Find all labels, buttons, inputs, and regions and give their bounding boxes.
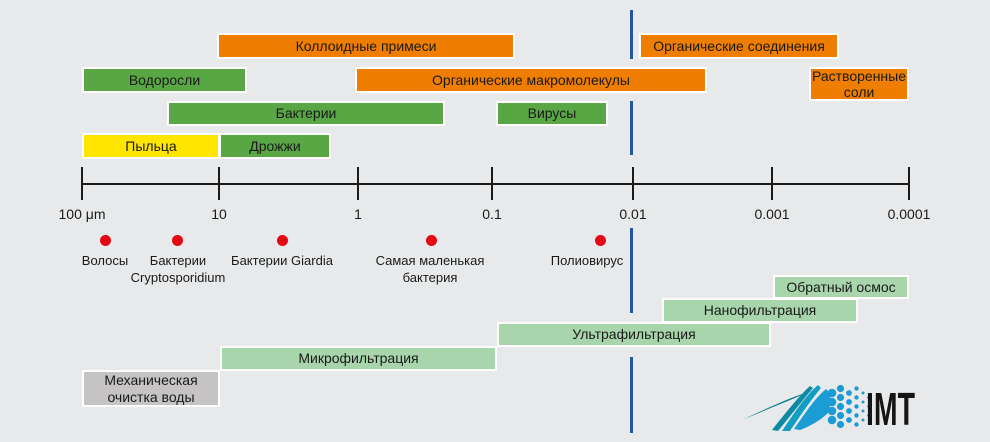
bar-yeast: Дрожжи — [219, 133, 331, 159]
bar-algae: Водоросли — [82, 67, 247, 93]
dot-giardia — [277, 235, 288, 246]
marker-label-cryptosporidium: Бактерии Cryptosporidium — [130, 253, 226, 285]
logo-imt-text: IMT — [866, 383, 915, 433]
size-axis-line — [82, 183, 909, 185]
bar-ultrafiltration: Ультрафильтрация — [497, 322, 771, 347]
axis-label-100um: 100 μm — [58, 206, 106, 222]
axis-tick-0-01 — [632, 167, 634, 200]
logo-halftone-dots — [827, 384, 869, 429]
blue-reference-line-segment-2 — [630, 101, 633, 155]
bar-colloidal-impurities: Коллоидные примеси — [217, 33, 515, 59]
marker-label-poliovirus: Полиовирус — [550, 253, 624, 268]
bar-bacteria: Бактерии — [167, 101, 445, 126]
bar-mechanical-treatment: Механическая очистка воды — [82, 370, 220, 407]
bar-organic-compounds: Органические соединения — [639, 33, 839, 59]
axis-tick-100um — [81, 167, 83, 200]
imt-logo: IMT — [744, 383, 916, 435]
axis-label-0-001: 0.001 — [754, 206, 790, 222]
bar-microfiltration: Микрофильтрация — [220, 346, 497, 371]
blue-reference-line-segment-4 — [630, 357, 633, 433]
bar-pollen: Пыльца — [82, 133, 220, 159]
axis-label-10: 10 — [211, 206, 227, 222]
axis-tick-0-0001 — [908, 167, 910, 200]
axis-label-0-0001: 0.0001 — [887, 206, 931, 222]
marker-label-hair: Волосы — [81, 253, 129, 268]
dot-poliovirus — [595, 235, 606, 246]
axis-tick-10 — [218, 167, 220, 200]
axis-tick-0-1 — [491, 167, 493, 200]
dot-smallest-bacteria — [426, 235, 437, 246]
bar-viruses: Вирусы — [496, 101, 608, 126]
blue-reference-line-segment-1 — [630, 10, 633, 59]
bar-organic-macromolecules: Органические макромолекулы — [355, 67, 707, 93]
marker-label-smallest-bacteria: Самая маленькая бактерия — [375, 253, 485, 285]
bar-dissolved-salts: Растворенные соли — [809, 67, 909, 101]
axis-label-0-1: 0.1 — [482, 206, 502, 222]
axis-tick-1 — [357, 167, 359, 200]
logo-brush-stroke — [744, 385, 831, 431]
blue-reference-line-segment-3 — [630, 228, 633, 313]
bar-reverse-osmosis: Обратный осмос — [773, 275, 909, 299]
axis-label-0-01: 0.01 — [619, 206, 647, 222]
axis-tick-0-001 — [771, 167, 773, 200]
dot-hair — [100, 235, 111, 246]
dot-cryptosporidium — [172, 235, 183, 246]
bar-nanofiltration: Нанофильтрация — [662, 298, 858, 323]
marker-label-giardia: Бактерии Giardia — [231, 253, 333, 268]
axis-label-1: 1 — [354, 206, 362, 222]
